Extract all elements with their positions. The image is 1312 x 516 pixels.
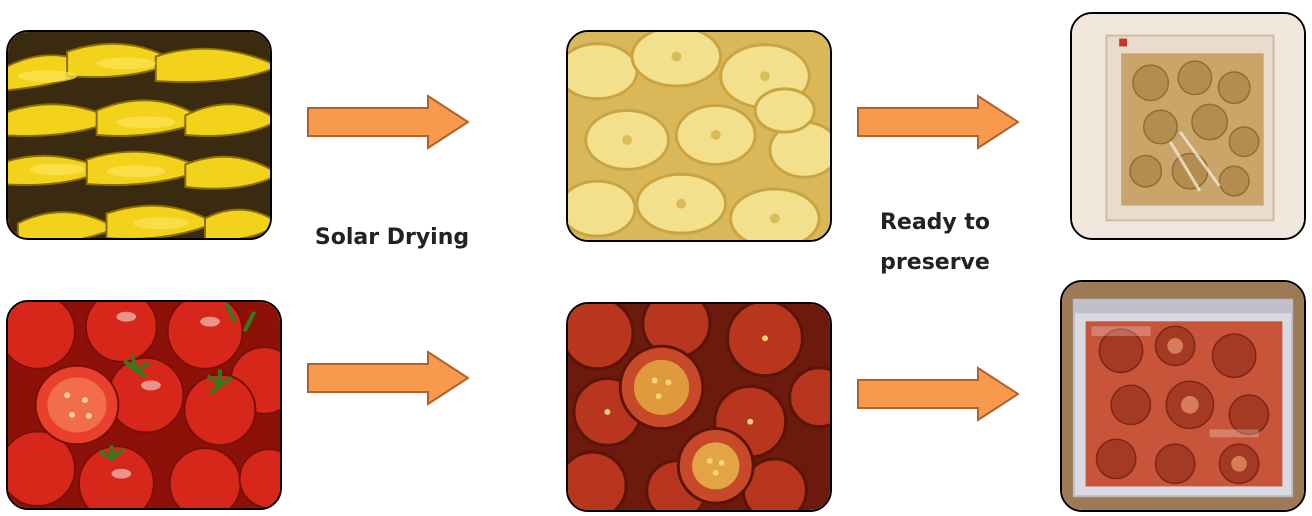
ready-to-text: Ready to bbox=[860, 203, 1010, 243]
sun-dried-tomatoes-image bbox=[566, 302, 832, 512]
arrow-right-icon bbox=[856, 94, 1020, 150]
packaged-banana-chips-image bbox=[1070, 12, 1306, 240]
ready-to-preserve-label: Ready to preserve bbox=[860, 203, 1010, 283]
arrow-right-icon bbox=[306, 350, 470, 406]
arrow-right-icon bbox=[306, 94, 470, 150]
arrow-right-icon bbox=[856, 366, 1020, 422]
preserve-text: preserve bbox=[860, 243, 1010, 283]
packaged-dried-tomatoes-image bbox=[1060, 280, 1306, 512]
fresh-tomatoes-image bbox=[6, 300, 282, 510]
solar-drying-text: Solar Drying bbox=[315, 225, 469, 250]
banana-chips-image bbox=[566, 30, 832, 242]
solar-drying-label: Solar Drying bbox=[310, 218, 474, 258]
fresh-bananas-image bbox=[6, 30, 272, 240]
